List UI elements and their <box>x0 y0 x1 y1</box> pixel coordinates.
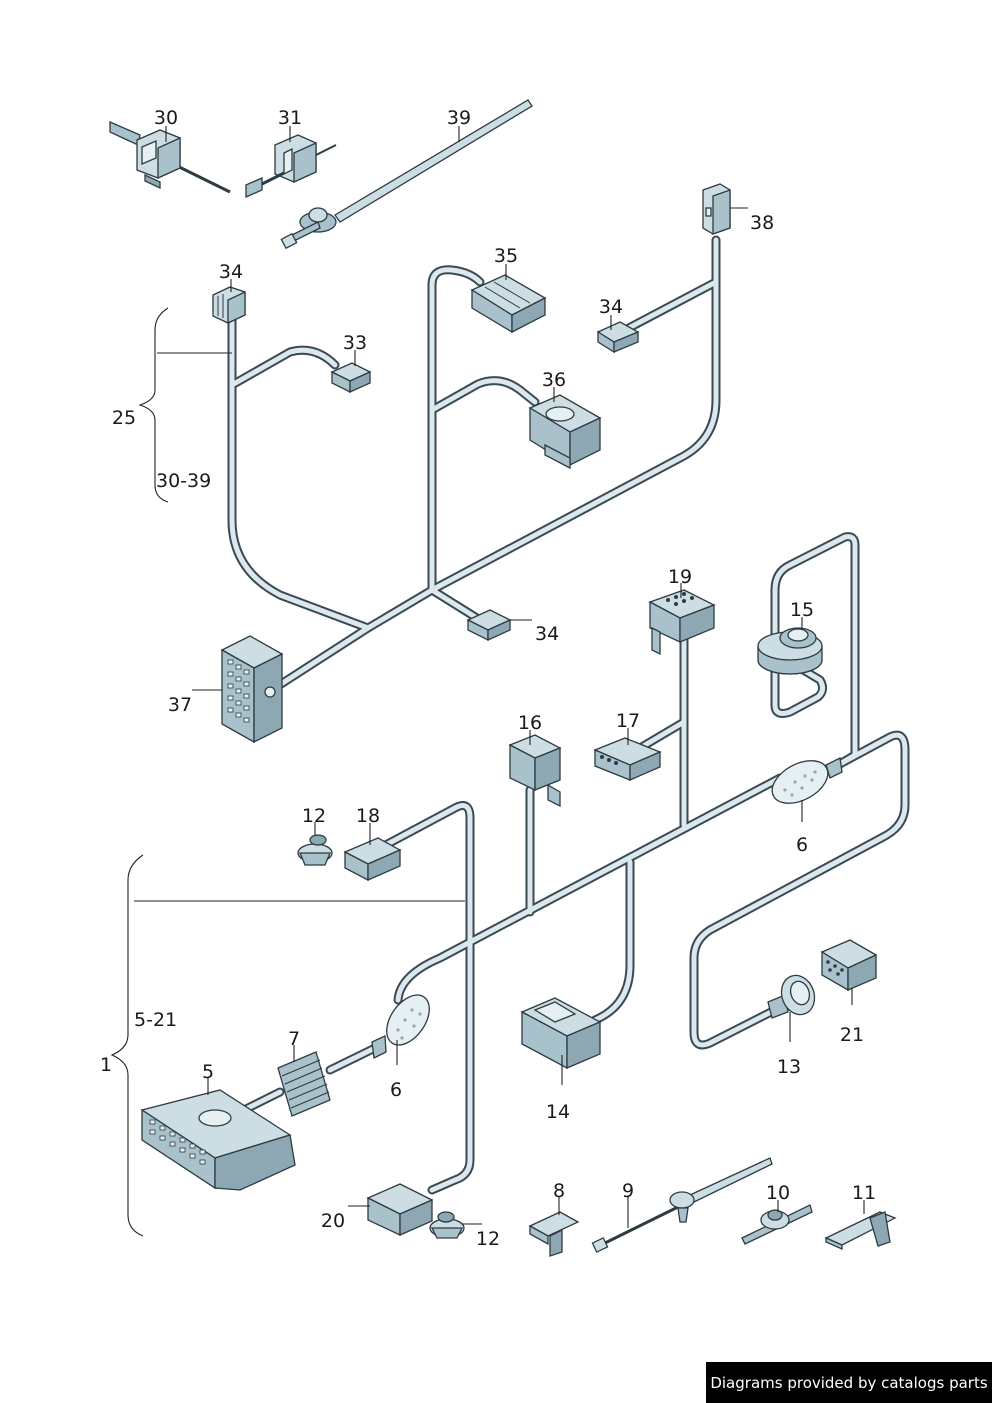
part-15-sensor[interactable] <box>757 627 823 675</box>
part-34-connector-top-right[interactable] <box>596 321 640 354</box>
label-14: 14 <box>546 1101 570 1123</box>
label-34-top-right: 34 <box>599 296 623 318</box>
label-8: 8 <box>553 1180 565 1202</box>
part-21-connector[interactable] <box>820 939 878 992</box>
label-37: 37 <box>168 694 192 716</box>
label-range-30-39: 30-39 <box>156 470 211 492</box>
part-39-cable-tie[interactable] <box>280 99 533 250</box>
label-11: 11 <box>852 1182 876 1204</box>
part-36-connector[interactable] <box>528 394 602 470</box>
label-19: 19 <box>668 566 692 588</box>
label-9: 9 <box>622 1180 634 1202</box>
label-range-5-21: 5-21 <box>134 1009 177 1031</box>
part-5-main-connector[interactable] <box>140 1089 296 1191</box>
label-6-upper: 6 <box>796 834 808 856</box>
part-34-connector-middle[interactable] <box>466 609 512 642</box>
part-10-clip[interactable] <box>741 1204 813 1245</box>
label-18: 18 <box>356 805 380 827</box>
part-8-clip[interactable] <box>528 1211 580 1257</box>
part-7-bellows[interactable] <box>277 1051 331 1117</box>
part-35-connector[interactable] <box>470 274 547 334</box>
part-11-clip[interactable] <box>824 1211 897 1250</box>
label-31: 31 <box>278 107 302 129</box>
label-38: 38 <box>750 212 774 234</box>
part-20-connector[interactable] <box>366 1183 434 1237</box>
part-17-connector[interactable] <box>593 737 662 781</box>
label-17: 17 <box>616 710 640 732</box>
label-12-upper: 12 <box>302 805 326 827</box>
leader-lines <box>165 126 865 1228</box>
part-6-grommet-lower[interactable] <box>371 987 438 1059</box>
label-12-lower: 12 <box>476 1228 500 1250</box>
part-37-control-unit[interactable] <box>220 635 284 744</box>
label-34-top-left: 34 <box>219 261 243 283</box>
label-36: 36 <box>542 369 566 391</box>
part-9-cable-tie[interactable] <box>591 1157 773 1253</box>
label-30: 30 <box>154 107 178 129</box>
part-30-cable-holder[interactable] <box>109 121 231 194</box>
label-6-lower: 6 <box>390 1079 402 1101</box>
footer-credit: Diagrams provided by catalogs parts <box>706 1362 992 1403</box>
part-33-connector[interactable] <box>330 362 372 394</box>
label-13: 13 <box>777 1056 801 1078</box>
upper-harness-wires <box>227 235 721 691</box>
part-14-connector[interactable] <box>520 997 602 1070</box>
label-10: 10 <box>766 1182 790 1204</box>
label-25: 25 <box>112 407 136 429</box>
label-34-middle: 34 <box>535 623 559 645</box>
label-20: 20 <box>321 1210 345 1232</box>
label-5: 5 <box>202 1061 214 1083</box>
label-1: 1 <box>100 1054 112 1076</box>
part-12-clip-upper[interactable] <box>297 834 333 866</box>
label-15: 15 <box>790 599 814 621</box>
lower-harness-wires <box>235 532 910 1195</box>
label-39: 39 <box>447 107 471 129</box>
label-7: 7 <box>288 1028 300 1050</box>
part-labels: 30 31 39 38 35 34 34 33 36 25 30-39 34 3… <box>100 107 876 1250</box>
part-19-connector[interactable] <box>648 589 716 656</box>
part-16-connector[interactable] <box>508 734 562 808</box>
label-35: 35 <box>494 245 518 267</box>
part-18-connector[interactable] <box>343 837 402 882</box>
label-21: 21 <box>840 1024 864 1046</box>
part-31-cable-holder[interactable] <box>245 134 337 198</box>
label-33: 33 <box>343 332 367 354</box>
brace-25 <box>138 307 232 503</box>
part-12-clip-lower[interactable] <box>429 1211 465 1239</box>
part-38-connector[interactable] <box>702 183 731 235</box>
footer-credit-text: Diagrams provided by catalogs parts <box>710 1373 988 1392</box>
label-16: 16 <box>518 712 542 734</box>
part-13-connector[interactable] <box>767 971 820 1020</box>
brace-1 <box>110 854 465 1237</box>
part-34-connector-top-left[interactable] <box>212 286 246 325</box>
part-6-grommet-upper[interactable] <box>765 752 843 812</box>
